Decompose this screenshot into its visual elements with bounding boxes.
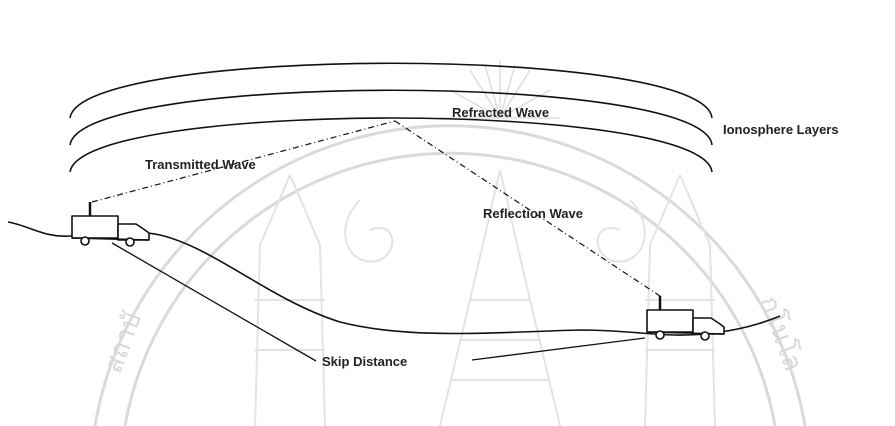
truck-cab [693, 318, 724, 334]
reflection-wave-label: Reflection Wave [483, 206, 583, 221]
skip-leader-left [112, 243, 316, 361]
truck-cargo-box [72, 216, 118, 238]
truck-wheel [126, 238, 134, 246]
truck-wheel [81, 237, 89, 245]
truck-wheel [701, 332, 709, 340]
truck-wheel [656, 331, 664, 339]
ionosphere-layers-label: Ionosphere Layers [723, 122, 839, 137]
watermark-right-tower [645, 175, 715, 426]
skip-leader-right [472, 338, 645, 360]
ionosphere-layers [70, 63, 712, 172]
truck-cab [118, 224, 149, 240]
truck-cargo-box [647, 310, 693, 332]
skip-distance-label: Skip Distance [322, 354, 407, 369]
transmitted-wave-label: Transmitted Wave [145, 157, 256, 172]
refracted-wave-label: Refracted Wave [452, 105, 549, 120]
transmitter-truck [72, 202, 149, 246]
watermark-right-text: กโนโล [753, 292, 809, 375]
